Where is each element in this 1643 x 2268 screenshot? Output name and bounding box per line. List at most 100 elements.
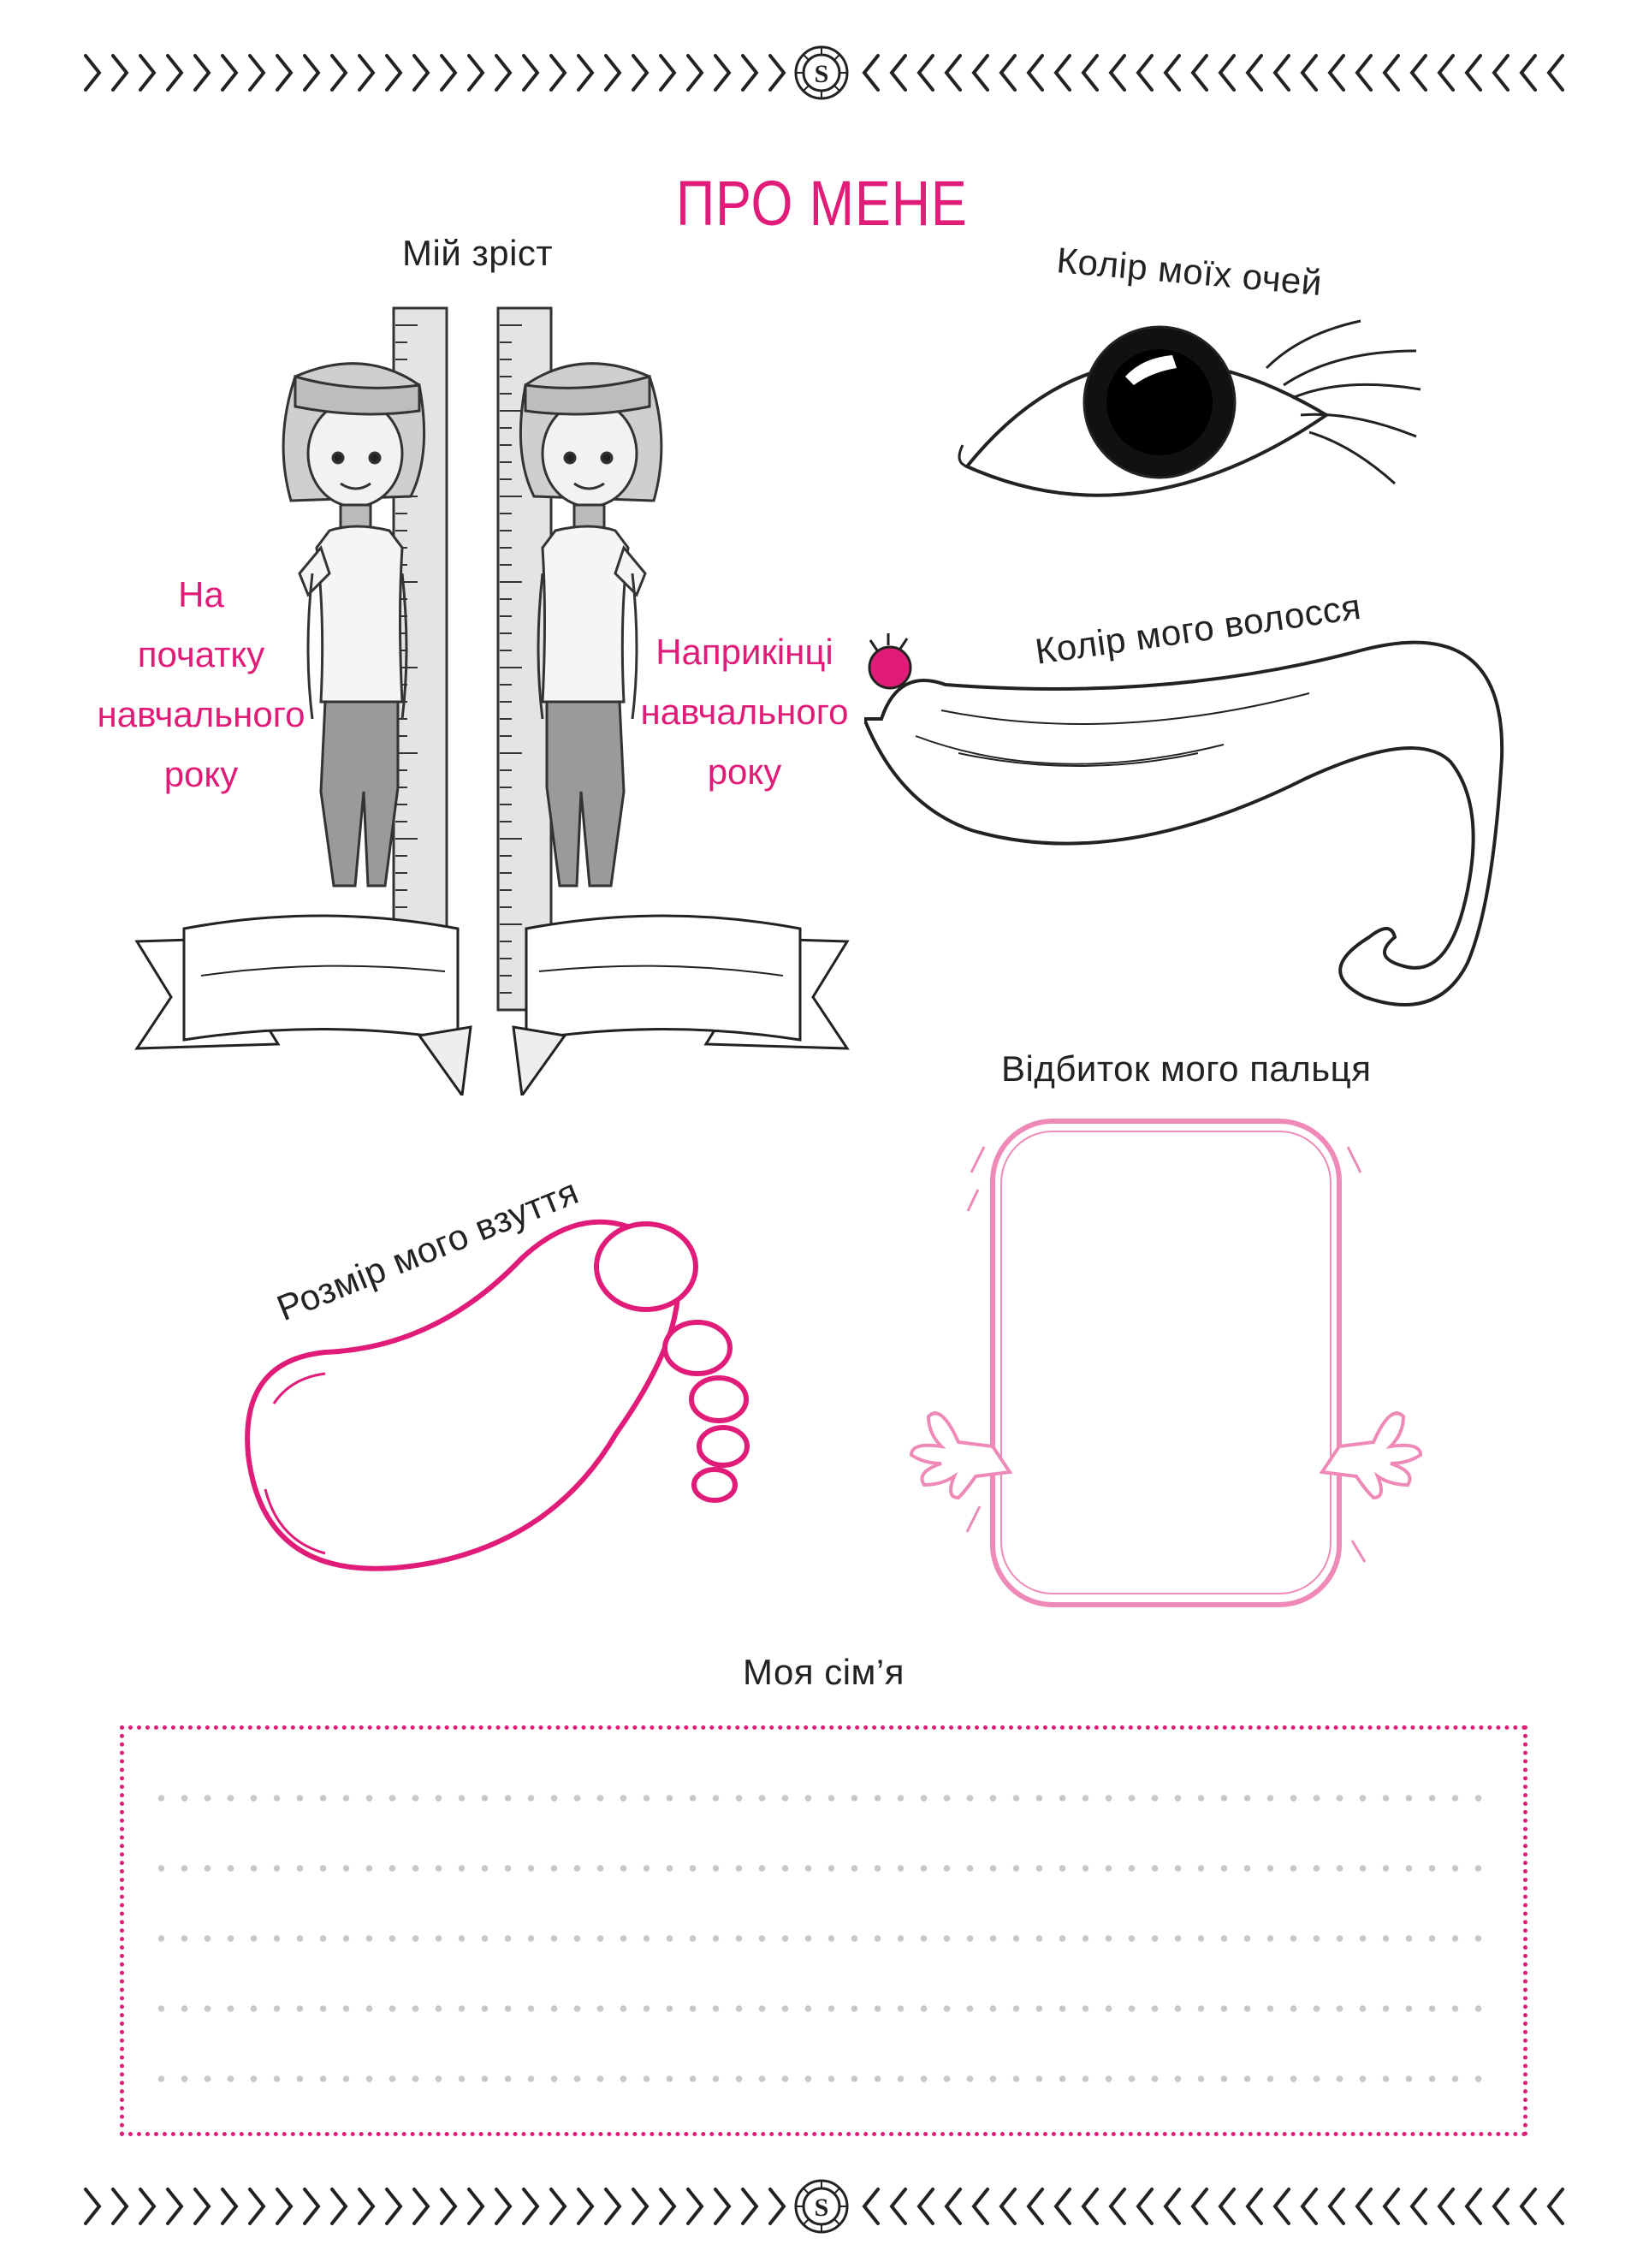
height-chart-illustration: [134, 306, 850, 1095]
height-label: Мій зріст: [402, 233, 554, 273]
chevron-mark: [1272, 2188, 1290, 2225]
chevron-mark: [1218, 2188, 1236, 2225]
chevron-mark: [714, 54, 732, 92]
flower-s-emblem-icon: S: [794, 2179, 849, 2234]
chevron-mark: [549, 2188, 567, 2225]
chevron-mark: [1108, 2188, 1126, 2225]
svg-text:S: S: [815, 60, 829, 88]
writing-line-4: [150, 2005, 1498, 2012]
chevron-mark: [1464, 2188, 1482, 2225]
chevron-mark: [1327, 54, 1345, 92]
chevron-mark: [1053, 2188, 1071, 2225]
chevron-mark: [889, 54, 907, 92]
chevron-mark: [385, 2188, 403, 2225]
chevron-mark: [916, 2188, 934, 2225]
chevron-mark: [1546, 2188, 1564, 2225]
family-writing-box[interactable]: [120, 1725, 1527, 2136]
chevron-mark: [111, 2188, 129, 2225]
chevron-mark: [862, 2188, 880, 2225]
chevron-mark: [412, 54, 430, 92]
chevron-mark: [193, 54, 211, 92]
family-label: Моя сім’я: [743, 1652, 905, 1692]
chevron-mark: [659, 54, 677, 92]
chevron-mark: [1163, 54, 1181, 92]
chevron-mark: [632, 54, 649, 92]
chevron-mark: [1327, 2188, 1345, 2225]
chevron-mark: [221, 54, 239, 92]
chevron-mark: [686, 54, 704, 92]
chevron-mark: [741, 2188, 759, 2225]
chevron-mark: [1245, 54, 1263, 92]
chevron-mark: [1136, 54, 1154, 92]
writing-line-2: [150, 1865, 1498, 1872]
chevron-mark: [139, 54, 157, 92]
girl-left-figure: [282, 362, 426, 888]
chevron-mark: [1382, 54, 1400, 92]
chevron-mark: [768, 2188, 786, 2225]
chevron-mark: [330, 54, 348, 92]
chevron-mark: [1081, 54, 1099, 92]
girl-right-figure: [519, 362, 663, 888]
chevron-mark: [1108, 54, 1126, 92]
eye-illustration: [958, 319, 1421, 497]
banner-right: [512, 914, 850, 1095]
writing-line-3: [150, 1935, 1498, 1942]
hair-tie-icon: [868, 645, 912, 690]
chevron-mark: [1300, 54, 1318, 92]
chevron-mark: [1492, 54, 1510, 92]
chevron-mark: [1081, 2188, 1099, 2225]
chevron-mark: [358, 54, 376, 92]
chevron-mark: [632, 2188, 649, 2225]
writing-line-1: [150, 1795, 1498, 1802]
chevron-mark: [944, 54, 962, 92]
chevron-mark: [577, 54, 595, 92]
chevron-mark: [714, 2188, 732, 2225]
chevron-mark: [1355, 54, 1373, 92]
chevron-mark: [1272, 54, 1290, 92]
end-line-2: навчального: [640, 692, 849, 732]
chevron-mark: [916, 54, 934, 92]
chevron-mark: [440, 54, 458, 92]
chevron-mark: [549, 54, 567, 92]
chevron-mark: [412, 2188, 430, 2225]
chevron-mark: [166, 54, 184, 92]
end-line-3: року: [707, 751, 782, 792]
chevron-mark: [1464, 54, 1482, 92]
start-line-1: На: [178, 574, 224, 614]
top-chevron-border: [84, 54, 1564, 92]
chevron-mark: [495, 54, 513, 92]
chevron-mark: [522, 2188, 540, 2225]
hair-illustration: [864, 633, 1504, 1006]
chevron-mark: [768, 54, 786, 92]
chevron-mark: [1437, 54, 1455, 92]
chevron-mark: [741, 54, 759, 92]
chevron-mark: [1136, 2188, 1154, 2225]
chevron-mark: [659, 2188, 677, 2225]
start-line-2: початку: [137, 634, 265, 674]
chevron-mark: [1546, 54, 1564, 92]
chevron-mark: [358, 2188, 376, 2225]
chevron-mark: [248, 2188, 266, 2225]
chevron-mark: [330, 2188, 348, 2225]
chevron-mark: [999, 2188, 1017, 2225]
chevron-mark: [889, 2188, 907, 2225]
chevron-mark: [1492, 2188, 1510, 2225]
fingerprint-frame[interactable]: [903, 1113, 1429, 1618]
chevron-mark: [999, 54, 1017, 92]
chevron-mark: [276, 2188, 294, 2225]
start-line-4: року: [163, 754, 239, 794]
chevron-mark: [1190, 54, 1208, 92]
chevron-mark: [303, 54, 321, 92]
foot-outline[interactable]: [222, 1207, 770, 1583]
chevron-mark: [385, 54, 403, 92]
chevron-mark: [1300, 2188, 1318, 2225]
chevron-mark: [1409, 2188, 1427, 2225]
chevron-mark: [1519, 54, 1537, 92]
chevron-mark: [467, 2188, 485, 2225]
right-hand-icon: [1319, 1411, 1423, 1500]
start-line-3: навчального: [97, 694, 305, 734]
chevron-mark: [84, 2188, 102, 2225]
chevron-mark: [248, 54, 266, 92]
chevron-mark: [1026, 54, 1044, 92]
